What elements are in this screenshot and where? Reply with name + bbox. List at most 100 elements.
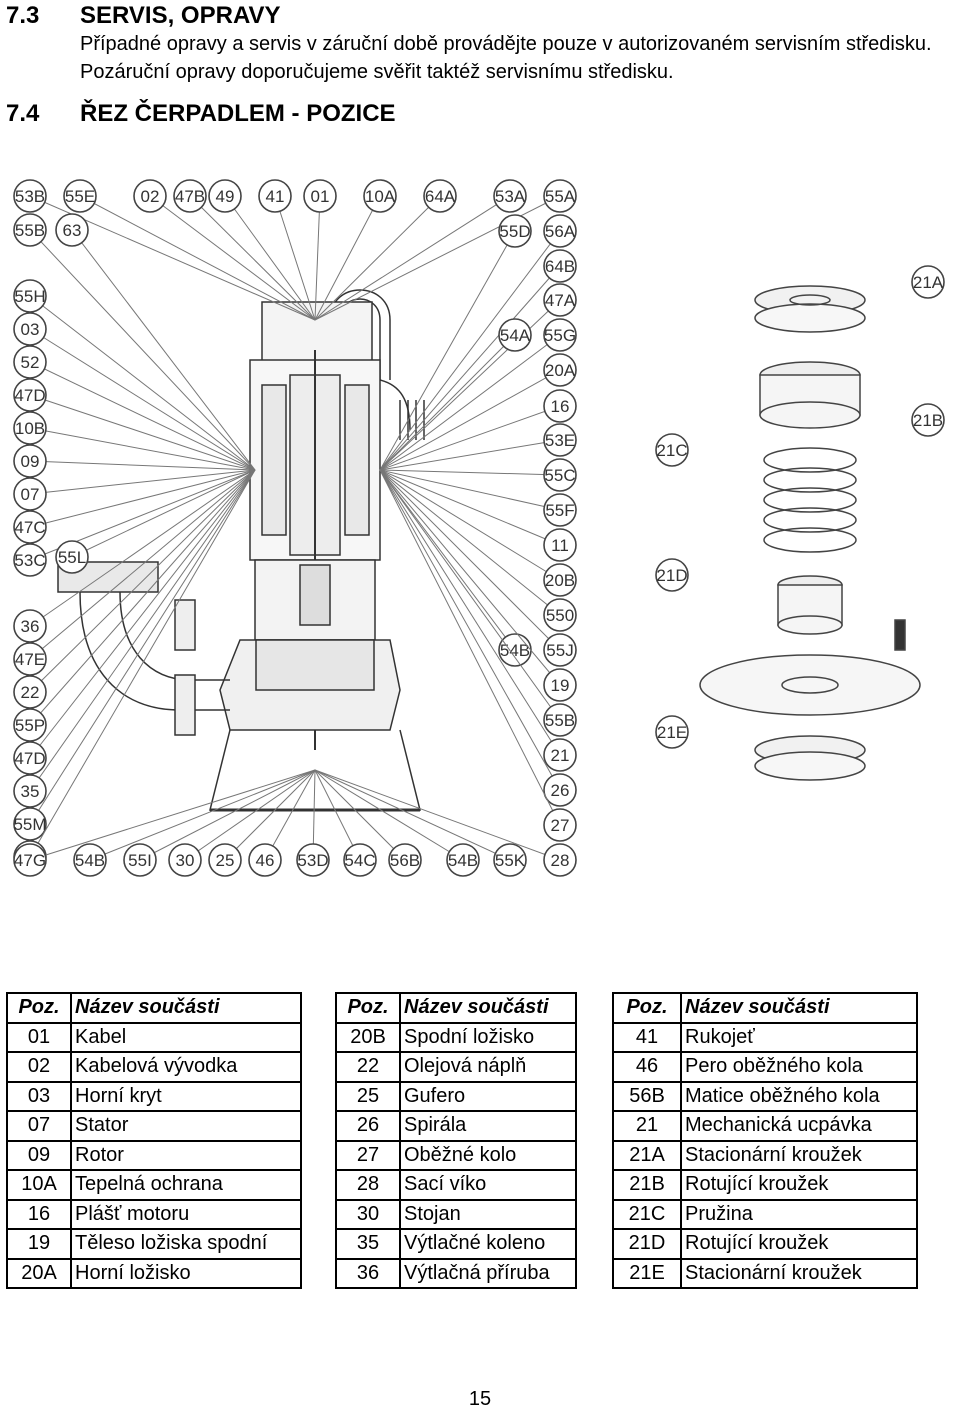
leader-line <box>379 469 561 581</box>
callout-bubble: 35 <box>13 469 256 808</box>
callout-label: 47D <box>14 386 45 405</box>
part-position: 01 <box>6 1021 72 1053</box>
part-name: Horní kryt <box>70 1080 302 1112</box>
leader-line <box>29 469 256 528</box>
part-position: 09 <box>6 1139 72 1171</box>
callout-label: 54B <box>75 851 105 870</box>
header-name: Název součásti <box>399 992 577 1024</box>
callout-label: 56A <box>545 222 576 241</box>
callout-bubble: 49 <box>208 179 316 321</box>
leader-line <box>29 469 256 726</box>
callout-label: 47A <box>545 291 576 310</box>
part-name: Rukojeť <box>680 1021 918 1053</box>
leader-line <box>379 469 561 511</box>
section-number-7-4: 7.4 <box>6 100 40 127</box>
leader-line <box>184 769 316 861</box>
leader-line <box>139 769 316 861</box>
leader-line <box>29 460 256 471</box>
part-position: 30 <box>335 1198 401 1230</box>
part-position: 28 <box>335 1169 401 1201</box>
callout-circle <box>248 843 282 877</box>
callout-circle <box>543 808 577 842</box>
leader-line <box>29 427 256 471</box>
header-pos: Poz. <box>335 992 401 1024</box>
part-position: 07 <box>6 1110 72 1142</box>
leader-line <box>29 469 256 792</box>
leader-line <box>379 469 561 756</box>
callout-label: 20B <box>545 571 575 590</box>
callout-circle <box>258 179 292 213</box>
leader-line <box>379 369 561 471</box>
callout-bubble: 10A <box>314 179 397 321</box>
callout-label: 55F <box>545 501 574 520</box>
callout-bubble: 63 <box>55 213 256 471</box>
callout-circle <box>168 843 202 877</box>
callout-label: 55D <box>499 222 530 241</box>
callout-bubble: 53A <box>314 179 527 321</box>
part-name: Rotor <box>70 1139 302 1171</box>
table-header-row: Poz. Název součásti <box>335 992 577 1024</box>
callout-bubble: 55B <box>13 213 256 471</box>
callout-label: 55B <box>15 221 45 240</box>
leader-line <box>379 469 561 616</box>
callout-circle <box>55 213 89 247</box>
callout-circle <box>13 179 47 213</box>
callout-bubble: 55I <box>123 769 316 877</box>
service-paragraph: Případné opravy a servis v záruční době … <box>80 33 932 83</box>
callout-circle <box>303 179 337 213</box>
callout-bubble: 01 <box>303 179 337 321</box>
callout-circle <box>543 458 577 492</box>
leader-line <box>314 195 561 321</box>
callout-circle <box>13 444 47 478</box>
leader-line <box>379 230 561 471</box>
callout-circle <box>13 477 47 511</box>
callout-bubble: 11 <box>379 469 577 562</box>
leader-line <box>29 469 256 495</box>
callout-circle <box>363 179 397 213</box>
leader-line <box>314 195 381 321</box>
callout-label: 55I <box>128 851 152 870</box>
callout-circle <box>543 668 577 702</box>
callout-circle <box>133 179 167 213</box>
callout-bubble: 55D <box>379 214 532 471</box>
callout-bubble: 46 <box>248 769 316 877</box>
part-position: 35 <box>335 1228 401 1260</box>
part-position: 03 <box>6 1080 72 1112</box>
part-position: 20B <box>335 1021 401 1053</box>
callout-label: 21E <box>657 723 687 742</box>
leader-line <box>71 469 256 558</box>
part-name: Těleso ložiska spodní <box>70 1228 302 1260</box>
part-position: 10A <box>6 1169 72 1201</box>
callout-bubble: 55F <box>379 469 577 527</box>
callout-bubble: 55K <box>314 769 527 877</box>
callout-circle <box>13 543 47 577</box>
callout-circle <box>543 563 577 597</box>
leader-line <box>314 195 511 321</box>
callout-circle <box>13 378 47 412</box>
callout-label: 53E <box>545 431 575 450</box>
callout-circle <box>55 540 89 574</box>
leader-line <box>379 405 561 471</box>
part-name: Výtlačné koleno <box>399 1228 577 1260</box>
callout-label: 36 <box>21 617 40 636</box>
callout-bubble: 20A <box>379 353 577 471</box>
top-cover-shape <box>261 301 373 363</box>
callout-label: 07 <box>21 485 40 504</box>
callout-circle <box>208 179 242 213</box>
callout-circle <box>13 213 47 247</box>
callout-bubble: 25 <box>208 769 316 877</box>
callout-bubble: 550 <box>379 469 577 632</box>
callout-label: 53A <box>495 187 526 206</box>
part-name: Stacionární kroužek <box>680 1139 918 1171</box>
callout-circle <box>655 715 689 749</box>
callout-circle <box>208 843 242 877</box>
section-title-service: SERVIS, OPRAVY <box>80 2 281 29</box>
